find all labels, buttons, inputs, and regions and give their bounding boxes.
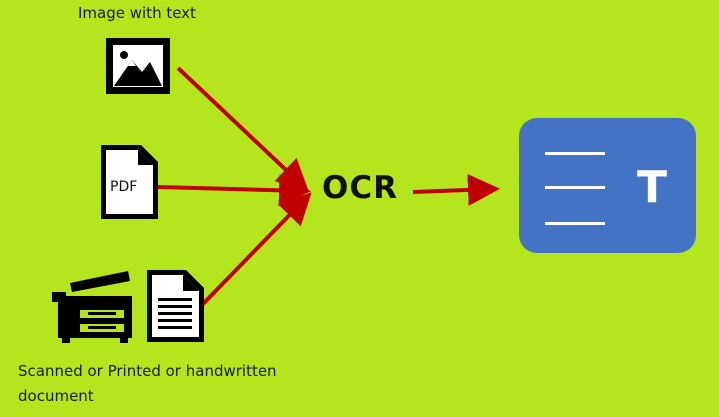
pdf-file-icon	[101, 145, 158, 219]
output-text-symbol: T	[637, 162, 668, 213]
pdf-icon-label: PDF	[110, 179, 138, 195]
image-with-text-label: Image with text	[78, 4, 196, 22]
text-document-icon	[147, 270, 204, 342]
arrow-pdf-to-ocr	[157, 174, 311, 207]
scanned-document-label: Scanned or Printed or handwritten docume…	[18, 362, 277, 405]
printer-scanner-icon	[52, 271, 132, 343]
arrow-image-to-ocr	[176, 66, 309, 192]
arrow-ocr-to-output	[412, 173, 500, 206]
text-output-icon: T	[519, 118, 696, 253]
arrow-scan-to-ocr	[199, 192, 312, 308]
card-line-1	[545, 152, 605, 155]
card-line-3	[545, 222, 605, 225]
image-icon	[106, 38, 170, 94]
ocr-label: OCR	[322, 170, 398, 206]
card-line-2	[545, 186, 605, 189]
